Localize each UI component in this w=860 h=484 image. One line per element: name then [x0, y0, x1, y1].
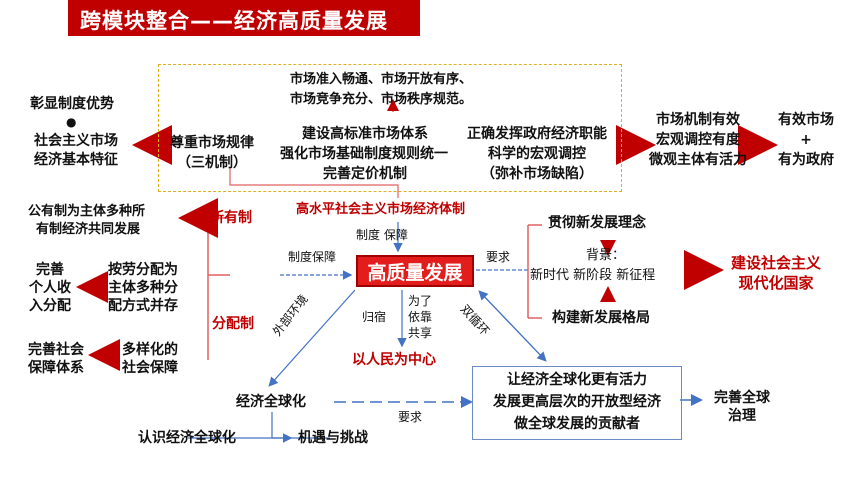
dist-labor-2: 主体多种分: [108, 280, 178, 296]
global-box: [472, 366, 682, 440]
requirement-2: 要求: [398, 410, 423, 424]
global-2: 发展更高层次的开放型经济: [493, 394, 661, 410]
for-2: 依靠: [408, 310, 433, 324]
distribution-label: 分配制: [212, 316, 254, 332]
effective-3: 微观主体有活力: [649, 152, 747, 168]
improve-security-2: 保障体系: [28, 360, 84, 376]
modernization-1: 建设社会主义: [730, 254, 821, 272]
for-1: 为了: [408, 294, 433, 308]
ownership-desc-2: 有制经济共同发展: [36, 222, 141, 237]
ownership-desc-1: 公有制为主体多种所: [28, 204, 146, 219]
global-1: 让经济全球化更有活力: [507, 372, 647, 388]
globalization: 经济全球化: [236, 394, 306, 410]
feature-line-1: 社会主义市场: [34, 133, 118, 149]
market-system-title: 高水平社会主义市场经济体制: [296, 202, 466, 217]
dist-labor-1: 按劳分配为: [108, 262, 178, 278]
gov-2: 科学的宏观调控: [488, 146, 586, 162]
improve-security-1: 完善社会: [28, 342, 84, 358]
improve-income-2: 个人收: [29, 280, 71, 296]
market-access-2: 市场竞争充分、市场秩序规范。: [290, 92, 473, 107]
effective-2: 宏观调控有度: [656, 132, 740, 148]
core-node: 高质量发展: [356, 255, 474, 287]
left-highlight: 彰显制度优势: [30, 96, 114, 114]
background-label: 背景：: [586, 248, 626, 263]
governance-1: 完善全球: [714, 390, 770, 406]
system-guarantee-label: 制度 保障: [356, 228, 408, 242]
market-access-1: 市场准入畅通、市场开放有序、: [290, 72, 473, 87]
improve-income-1: 完善: [36, 262, 64, 278]
new-pattern: 构建新发展格局: [552, 310, 650, 326]
governance-2: 治理: [728, 408, 756, 424]
plus-sign: +: [800, 132, 812, 148]
dist-labor-3: 配方式并存: [108, 298, 178, 314]
recognize-globalization: 认识经济全球化: [138, 430, 236, 446]
people-centered: 以人民为中心: [352, 352, 436, 368]
modernization-2: 现代化国家: [738, 274, 814, 292]
for-3: 共享: [408, 326, 433, 340]
title-bar: [68, 0, 420, 36]
market-dashed-frame: [158, 64, 622, 192]
global-3: 做全球发展的贡献者: [514, 416, 640, 432]
new-concept: 贯彻新发展理念: [548, 215, 646, 231]
market-rules-2: （三机制）: [177, 155, 247, 171]
gov-3: （弥补市场缺陷）: [481, 166, 593, 182]
gov-1: 正确发挥政府经济职能: [467, 126, 607, 142]
opportunity-challenge: 机遇与挑战: [298, 430, 368, 446]
page-title: 跨模块整合——经济高质量发展: [80, 9, 388, 33]
improve-income-3: 入分配: [29, 298, 71, 314]
left-bullet: ●: [66, 115, 77, 129]
system-1: 建设高标准市场体系: [302, 126, 428, 142]
highlight-text: 彰显制度优势: [30, 96, 114, 112]
background-text: 新时代 新阶段 新征程: [530, 268, 656, 283]
destination-label: 归宿: [362, 310, 387, 324]
diverse-security-1: 多样化的: [122, 342, 178, 358]
active-gov: 有为政府: [778, 152, 834, 168]
requirement-label: 要求: [486, 250, 511, 264]
effective-1: 市场机制有效: [656, 112, 740, 128]
system-3: 完善定价机制: [323, 166, 407, 182]
effective-market: 有效市场: [778, 112, 834, 128]
diverse-security-2: 社会保障: [122, 360, 178, 376]
ownership-label: 所有制: [210, 210, 252, 226]
feature-line-2: 经济基本特征: [34, 152, 118, 168]
market-rules-1: 尊重市场规律: [170, 135, 254, 151]
system-guarantee-2: 制度保障: [288, 250, 337, 264]
system-2: 强化市场基础制度规则统一: [280, 146, 448, 162]
